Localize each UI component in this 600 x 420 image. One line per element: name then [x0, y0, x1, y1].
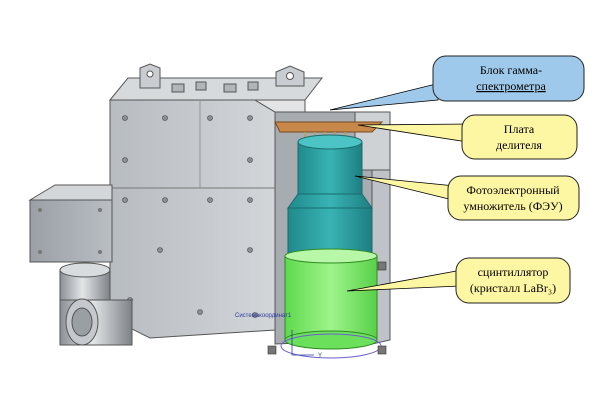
callout-plate: Плата делителя [461, 114, 578, 160]
scintillator-crystal [280, 248, 382, 359]
axis-indicator [291, 330, 314, 356]
lifting-bracket-right [275, 65, 305, 87]
callout-scint: сцинтиллятор (кристалл LaBr₃) [455, 257, 571, 304]
callout-plate-line1: Плата [504, 122, 535, 136]
callout-scint-line2: (кристалл LaBr₃) [470, 281, 556, 295]
coordinate-system-label: Системакоординат1 [235, 313, 292, 319]
callout-pmt: Фотоэлектронный умножитель (ФЭУ) [447, 175, 580, 221]
callout-pmt-line1: Фотоэлектронный [466, 183, 560, 197]
top-connectors [171, 81, 259, 93]
callout-plate-line2: делителя [496, 138, 542, 152]
axis-y-label: Y [318, 353, 322, 359]
callout-pmt-line2: умножитель (ФЭУ) [463, 199, 562, 213]
side-box [28, 184, 113, 263]
callout-block-line1: Блок гамма- [480, 63, 542, 77]
photomultiplier-tube [287, 134, 373, 257]
lifting-bracket-left [139, 63, 161, 89]
mount-bolts [267, 261, 387, 355]
callout-scint-line1: сцинтиллятор [478, 265, 549, 279]
callout-block-line2: спектрометра [476, 79, 546, 93]
callout-block: Блок гамма- спектрометра [432, 55, 585, 102]
callout-pointers [329, 82, 471, 292]
side-cylinder [59, 262, 133, 346]
